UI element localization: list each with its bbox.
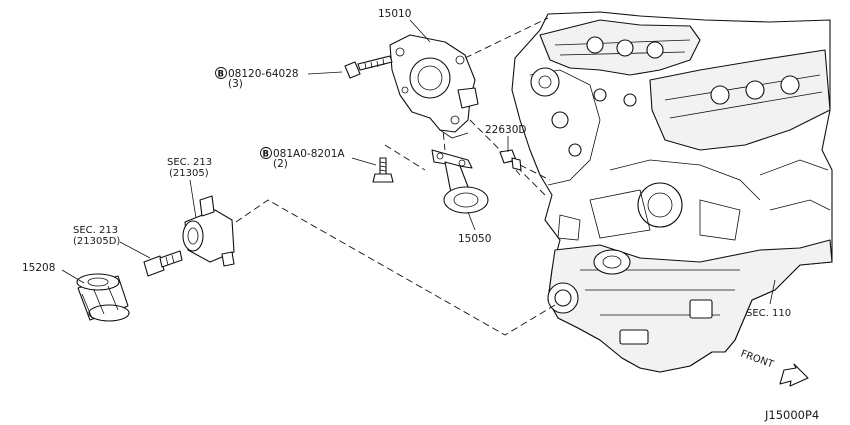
label-sec-110: SEC. 110 — [746, 308, 791, 319]
label-081a0-8201a: 081A0-8201A — [273, 148, 345, 160]
oil-strainer — [431, 149, 489, 214]
leader-lines — [61, 19, 776, 305]
diagram-code: J15000P4 — [764, 408, 819, 422]
svg-text:B: B — [218, 70, 224, 80]
label-front: FRONT — [739, 348, 776, 370]
oil-pressure-sensor — [499, 149, 522, 176]
oil-cooler — [182, 195, 235, 267]
label-bolt-b-qty: (2) — [273, 158, 288, 170]
label-connector-sub: (21305D) — [73, 236, 120, 247]
circled-b-icon: B — [260, 147, 272, 160]
label-08120-64028: 08120-64028 — [228, 68, 299, 80]
circled-b-icon: B — [215, 67, 227, 80]
label-cooler-sub: (21305) — [169, 168, 209, 179]
label-cooler-sec: SEC. 213 — [167, 157, 212, 168]
label-22630d: 22630D — [485, 124, 527, 136]
bolt-08120-64028 — [344, 55, 393, 79]
svg-text:B: B — [263, 150, 269, 160]
label-15208: 15208 — [22, 262, 55, 274]
oil-pump — [389, 34, 479, 139]
front-arrow — [779, 363, 809, 387]
intake-ports — [586, 36, 800, 107]
bolt-081a0-8201a — [372, 157, 394, 183]
connector-bolt — [143, 250, 183, 277]
label-bolt-a-qty: (3) — [228, 78, 243, 90]
label-connector-sec: SEC. 213 — [73, 225, 118, 236]
label-15010: 15010 — [378, 8, 411, 20]
label-15050: 15050 — [458, 233, 491, 245]
oil-filter — [76, 273, 130, 322]
engine-assembly — [511, 11, 833, 373]
